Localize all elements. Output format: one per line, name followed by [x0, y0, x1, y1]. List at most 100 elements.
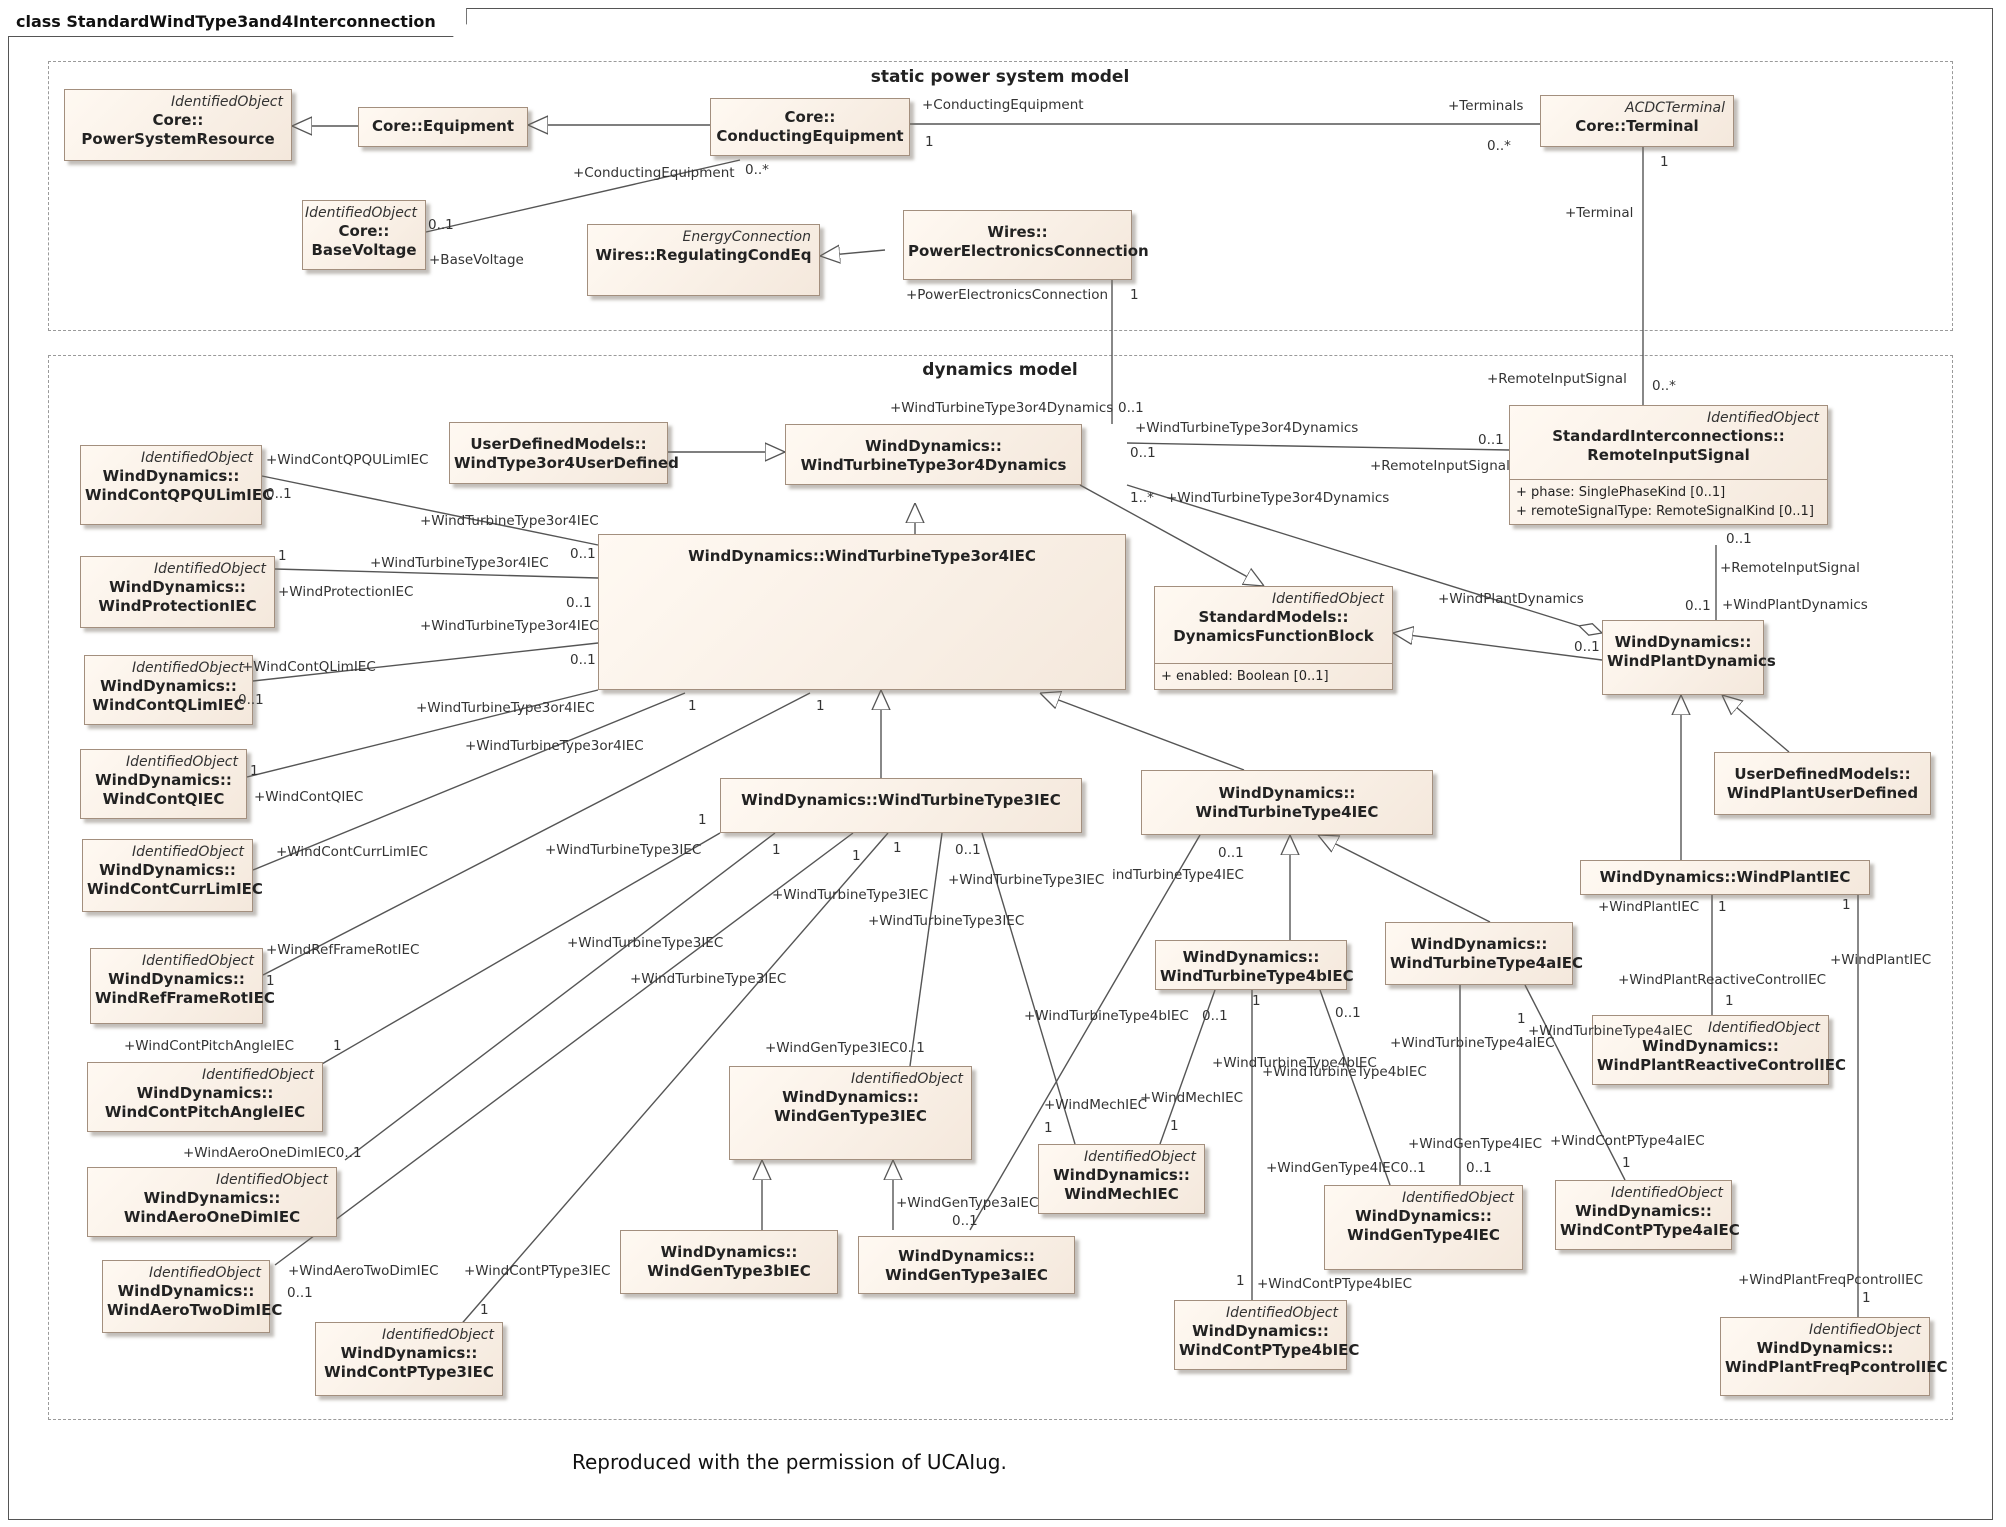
- role-label: +WindTurbineType4aIEC: [1390, 1035, 1555, 1051]
- class-wind-gen-type4-iec[interactable]: IdentifiedObject WindDynamics:: WindGenT…: [1324, 1185, 1523, 1270]
- class-name: WindDynamics:: WindPlantReactiveControlI…: [1597, 1037, 1847, 1074]
- role-label: +WindRefFrameRotIEC: [266, 942, 420, 958]
- class-wind-cont-q[interactable]: IdentifiedObject WindDynamics:: WindCont…: [80, 749, 247, 819]
- class-name: WindDynamics:: WindGenType4IEC: [1347, 1207, 1500, 1244]
- class-name: WindDynamics:: WindGenType3IEC: [774, 1088, 927, 1125]
- multiplicity-label: 1: [816, 698, 825, 714]
- generalization-wpud-wpd: [1722, 695, 1790, 753]
- class-wind-cont-curr-lim[interactable]: IdentifiedObject WindDynamics:: WindCont…: [82, 839, 263, 912]
- class-wind-cont-qpqu-lim[interactable]: IdentifiedObject WindDynamics:: WindCont…: [80, 445, 273, 525]
- class-wind-turbine-type3or4-dynamics[interactable]: WindDynamics:: WindTurbineType3or4Dynami…: [785, 424, 1082, 485]
- class-wind-gen-type3b-iec[interactable]: WindDynamics:: WindGenType3bIEC: [620, 1230, 838, 1294]
- class-wind-cont-ptype4b-iec[interactable]: IdentifiedObject WindDynamics:: WindCont…: [1174, 1300, 1360, 1370]
- role-label: +WindGenType4IEC: [1408, 1136, 1543, 1152]
- role-label: +WindProtectionIEC: [278, 584, 414, 600]
- class-name: WindDynamics:: WindGenType3aIEC: [885, 1247, 1048, 1284]
- class-name: UserDefinedModels:: WindType3or4UserDefi…: [454, 435, 679, 472]
- class-remote-input-signal[interactable]: IdentifiedObject StandardInterconnection…: [1509, 405, 1828, 525]
- class-wind-type3or4-user-defined[interactable]: UserDefinedModels:: WindType3or4UserDefi…: [449, 422, 679, 484]
- role-label: +Terminals: [1448, 98, 1524, 114]
- multiplicity-label: 0..1: [266, 486, 292, 502]
- multiplicity-label: 0..1: [570, 546, 596, 562]
- assoc-qlim: [252, 642, 599, 682]
- class-wind-ref-frame-rot[interactable]: IdentifiedObject WindDynamics:: WindRefF…: [90, 948, 275, 1024]
- role-label: +Terminal: [1565, 205, 1634, 221]
- class-wind-turbine-type4b-iec[interactable]: WindDynamics:: WindTurbineType4bIEC: [1155, 940, 1354, 990]
- class-wind-turbine-type3or4-iec[interactable]: WindDynamics::WindTurbineType3or4IEC: [598, 534, 1126, 690]
- stereotype: IdentifiedObject: [304, 205, 417, 221]
- class-wind-mech-iec[interactable]: IdentifiedObject WindDynamics:: WindMech…: [1038, 1144, 1205, 1214]
- assoc-aero2: [274, 832, 854, 1266]
- role-label: +WindTurbineType3or4IEC: [416, 700, 595, 716]
- multiplicity-label: 0..*: [1652, 378, 1676, 394]
- class-name: WindDynamics::WindTurbineType3or4IEC: [688, 547, 1036, 565]
- assoc-wt4a-contp4a: [1524, 984, 1626, 1181]
- class-wind-plant-user-defined[interactable]: UserDefinedModels:: WindPlantUserDefined: [1714, 752, 1931, 815]
- role-label: +WindContPType4bIEC: [1257, 1276, 1413, 1292]
- class-wind-gen-type3-iec[interactable]: IdentifiedObject WindDynamics:: WindGenT…: [729, 1066, 972, 1160]
- role-label: +WindTurbineType4bIEC: [1262, 1064, 1427, 1080]
- multiplicity-label: 0..1: [952, 1213, 978, 1229]
- multiplicity-label: 0..1: [1726, 531, 1752, 547]
- class-wind-turbine-type3-iec[interactable]: WindDynamics::WindTurbineType3IEC: [720, 778, 1082, 833]
- class-name: WindDynamics:: WindContQIEC: [95, 771, 232, 808]
- multiplicity-label: 0..1: [1685, 598, 1711, 614]
- class-name: WindDynamics:: WindContPType4bIEC: [1179, 1322, 1360, 1359]
- class-wind-cont-q-lim[interactable]: IdentifiedObject WindDynamics:: WindCont…: [84, 655, 253, 725]
- class-name: WindDynamics:: WindAeroOneDimIEC: [123, 1189, 301, 1226]
- multiplicity-label: 1: [1660, 154, 1669, 170]
- multiplicity-label: 1: [1170, 1118, 1179, 1134]
- generalization-pec-regcond: [820, 250, 886, 256]
- class-wind-plant-dynamics[interactable]: WindDynamics:: WindPlantDynamics: [1602, 620, 1776, 695]
- multiplicity-label: 0..1: [1335, 1005, 1361, 1021]
- class-name: WindDynamics::WindTurbineType3IEC: [741, 791, 1061, 809]
- role-label: +WindContPType4aIEC: [1550, 1133, 1705, 1149]
- stereotype: IdentifiedObject: [850, 1071, 963, 1087]
- stereotype: IdentifiedObject: [1707, 1020, 1820, 1036]
- assoc-basevoltage-condeq: [425, 159, 741, 233]
- multiplicity-label: 1: [1044, 1120, 1053, 1136]
- class-name: WindDynamics:: WindTurbineType4IEC: [1195, 784, 1379, 821]
- class-power-system-resource[interactable]: IdentifiedObject Core:: PowerSystemResou…: [64, 89, 292, 161]
- class-conducting-equipment[interactable]: Core:: ConductingEquipment: [710, 98, 910, 156]
- stereotype: IdentifiedObject: [215, 1172, 328, 1188]
- multiplicity-label: 0..1: [238, 692, 264, 708]
- multiplicity-label: 1: [698, 812, 707, 828]
- class-equipment[interactable]: Core::Equipment: [358, 107, 528, 147]
- class-wind-plant-reactive-control-iec[interactable]: IdentifiedObject WindDynamics:: WindPlan…: [1592, 1015, 1847, 1085]
- stereotype: ACDCTerminal: [1625, 100, 1725, 116]
- generalization-wt4a-wt4: [1318, 835, 1491, 923]
- caption: Reproduced with the permission of UCAIug…: [572, 1450, 1007, 1474]
- class-base-voltage[interactable]: IdentifiedObject Core:: BaseVoltage: [302, 200, 426, 270]
- class-name: Core::Equipment: [371, 117, 515, 135]
- class-wind-cont-ptype4a-iec[interactable]: IdentifiedObject WindDynamics:: WindCont…: [1555, 1180, 1740, 1250]
- class-wind-aero-two-dim[interactable]: IdentifiedObject WindDynamics:: WindAero…: [102, 1260, 282, 1333]
- role-label: +WindTurbineType3or4Dynamics: [1135, 420, 1359, 436]
- class-power-electronics-connection[interactable]: Wires:: PowerElectronicsConnection: [903, 210, 1149, 280]
- multiplicity-label: 0..1: [428, 217, 454, 233]
- role-label: +WindContPitchAngleIEC: [124, 1038, 294, 1054]
- diagram-title: class StandardWindType3and4Interconnecti…: [8, 8, 467, 37]
- class-wind-plant-iec[interactable]: WindDynamics::WindPlantIEC: [1580, 860, 1870, 895]
- multiplicity-label: 1: [1862, 1290, 1871, 1306]
- class-name: WindDynamics:: WindContCurrLimIEC: [87, 861, 263, 898]
- class-name: WindDynamics:: WindTurbineType3or4Dynami…: [800, 437, 1067, 474]
- role-label: +WindContQLimIEC: [242, 659, 376, 675]
- class-wind-plant-freq-pcontrol-iec[interactable]: IdentifiedObject WindDynamics:: WindPlan…: [1720, 1317, 1948, 1396]
- role-label: +WindPlantDynamics: [1438, 591, 1584, 607]
- stereotype: IdentifiedObject: [153, 561, 266, 577]
- assoc-wt4-gen3a: [969, 834, 1201, 1231]
- class-dynamics-function-block[interactable]: IdentifiedObject StandardModels:: Dynami…: [1154, 586, 1393, 690]
- class-wind-aero-one-dim[interactable]: IdentifiedObject WindDynamics:: WindAero…: [87, 1167, 337, 1237]
- class-wind-protection[interactable]: IdentifiedObject WindDynamics:: WindProt…: [80, 556, 275, 628]
- class-regulating-cond-eq[interactable]: EnergyConnection Wires::RegulatingCondEq: [587, 224, 820, 296]
- class-wind-cont-pitch-angle[interactable]: IdentifiedObject WindDynamics:: WindCont…: [87, 1062, 323, 1132]
- multiplicity-label: 1: [333, 1038, 342, 1054]
- class-wind-gen-type3a-iec[interactable]: WindDynamics:: WindGenType3aIEC: [858, 1236, 1075, 1294]
- class-wind-cont-ptype3[interactable]: IdentifiedObject WindDynamics:: WindCont…: [315, 1322, 503, 1396]
- stereotype: IdentifiedObject: [125, 754, 238, 770]
- class-wind-turbine-type4a-iec[interactable]: WindDynamics:: WindTurbineType4aIEC: [1385, 922, 1583, 985]
- class-terminal[interactable]: ACDCTerminal Core::Terminal: [1540, 95, 1734, 147]
- class-wind-turbine-type4-iec[interactable]: WindDynamics:: WindTurbineType4IEC: [1141, 770, 1433, 835]
- package-title: static power system model: [870, 67, 1130, 87]
